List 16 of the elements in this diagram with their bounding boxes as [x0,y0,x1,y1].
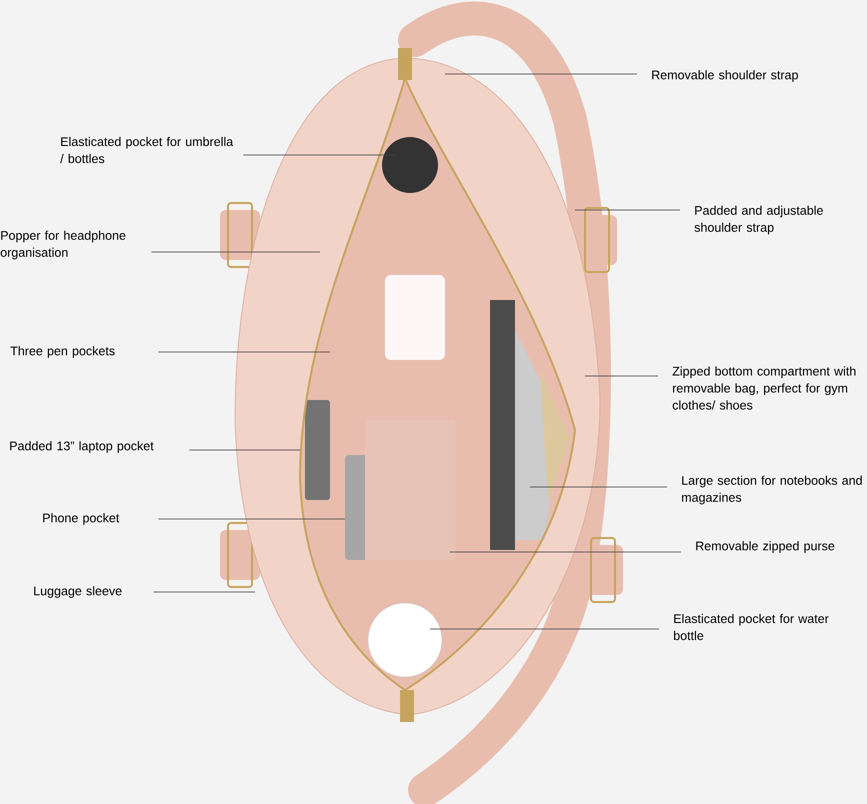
callout-text: Padded 13” laptop pocket [10,441,154,453]
callout-text: Elasticated pocket for water bottle [674,614,829,640]
leader-line [243,154,396,156]
callout-text: Large section for notebooks and magazines [682,476,862,504]
callout-text: Removable shoulder strap [652,70,798,82]
callout-text: Luggage sleeve [34,586,122,598]
callout-text: Elasticated pocket for umbrella / bottles [60,136,234,164]
callout-text: Padded and adjustable shoulder strap [694,206,823,234]
callout-text: Popper for headphone organisation [0,230,126,260]
leader-line [430,628,660,630]
callout-text: Three pen pockets [10,346,115,358]
leader-line [530,486,668,488]
callout-text: Phone pocket [43,513,120,525]
callout-text: Zipped bottom compartment with removable bag, perfect for gym clothes/ shoes [672,366,856,410]
callout-text: Removable zipped purse [696,541,834,553]
leader-line [158,518,346,520]
